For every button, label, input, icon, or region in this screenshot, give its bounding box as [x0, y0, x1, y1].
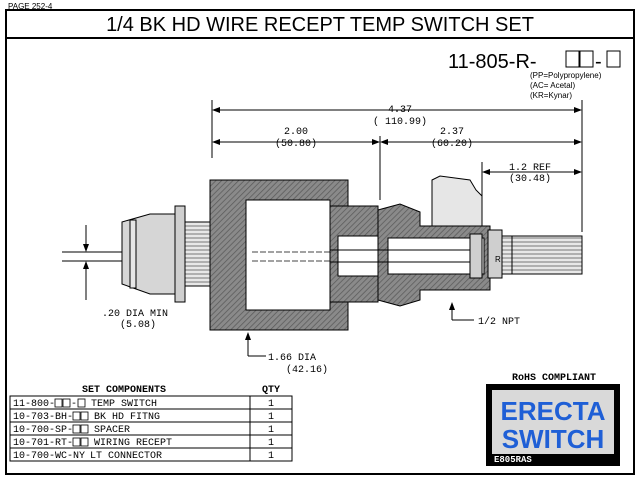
dimension-lines — [211, 100, 583, 232]
fitting-body — [209, 179, 349, 331]
temp-switch — [431, 175, 583, 279]
part-number-dash: - — [595, 51, 602, 73]
dim-right-mm: (60.20) — [431, 138, 473, 150]
switch-mark: R — [495, 255, 501, 264]
table-row-part: 10-700-SP- — [13, 425, 73, 436]
logo-line-1: ERECTA — [501, 396, 606, 426]
erecta-switch-logo: ERECTA SWITCH E805RAS — [486, 384, 620, 466]
logo-code: E805RAS — [494, 455, 532, 465]
table-row-box — [62, 398, 71, 408]
page-label: PAGE 252-4 — [8, 2, 53, 11]
dim-body: 1.66 DIA — [268, 353, 316, 364]
table-row-desc: TEMP SWITCH — [91, 399, 157, 410]
part-number-box — [606, 50, 621, 68]
part-number-box — [565, 50, 580, 68]
dim-thread: 1/2 NPT — [478, 316, 520, 328]
wire — [62, 225, 122, 300]
dim-right: 2.37 — [440, 127, 464, 138]
table-row-box — [72, 437, 81, 447]
table-frame — [9, 395, 293, 462]
table-row-box — [77, 398, 86, 408]
table-row-part: 10-703-BH- — [13, 412, 73, 423]
table-row-desc: BK HD FITNG — [94, 412, 160, 423]
components-table: 11-800- - TEMP SWITCH 1 10-703-BH- BK HD FITN… — [9, 395, 293, 462]
table-row-dash: - — [71, 399, 77, 410]
table-row-desc: LT CONNECTOR — [90, 451, 162, 462]
dim-left-mm: (50.80) — [275, 138, 317, 150]
table-row-box — [80, 424, 89, 434]
logo-line-2: SWITCH — [502, 424, 605, 454]
part-number-text: 11-805-R- — [448, 51, 537, 73]
table-row-part: 10-700-WC-NY — [13, 451, 85, 462]
table-row-part: 11-800- — [13, 399, 55, 410]
table-row-box — [72, 424, 81, 434]
table-row-part: 10-701-RT- — [13, 438, 73, 449]
wiring-receptacle — [330, 203, 491, 307]
part-number-box — [579, 50, 594, 68]
material-pp: (PP=Polypropylene) — [530, 71, 602, 80]
dim-wire: .20 DIA MIN — [102, 309, 168, 320]
dim-ref: 1.2 REF — [509, 163, 551, 174]
spacer — [329, 205, 379, 303]
dim-wire-mm: (5.08) — [120, 319, 156, 331]
table-row-box — [72, 411, 81, 421]
table-row-box — [80, 411, 89, 421]
table-row-qty: 1 — [268, 399, 274, 410]
wire-arrows — [83, 244, 89, 269]
strain-relief-nut — [121, 205, 214, 303]
rohs-label: RoHS COMPLIANT — [512, 373, 596, 384]
dim-ref-mm: (30.48) — [509, 173, 551, 185]
components-header: SET COMPONENTS — [82, 385, 166, 396]
table-row-qty: 1 — [268, 451, 274, 462]
part-number: 11-805-R- - — [448, 50, 621, 73]
material-ac: (AC= Acetal) — [530, 81, 575, 90]
table-row-box — [54, 398, 63, 408]
dimension-arrows — [212, 107, 582, 175]
table-row-qty: 1 — [268, 412, 274, 423]
dim-overall: 4.37 — [388, 105, 412, 116]
main-frame — [5, 37, 635, 475]
dim-left: 2.00 — [284, 127, 308, 138]
material-kr: (KR=Kynar) — [530, 91, 572, 100]
table-row-desc: WIRING RECEPT — [94, 438, 172, 449]
table-row-box — [80, 437, 89, 447]
qty-header: QTY — [262, 385, 280, 396]
dim-overall-mm: ( 110.99) — [373, 116, 427, 128]
table-row-desc: SPACER — [94, 425, 130, 436]
table-row-qty: 1 — [268, 438, 274, 449]
table-row-qty: 1 — [268, 425, 274, 436]
page-title: 1/4 BK HD WIRE RECEPT TEMP SWITCH SET — [106, 14, 534, 36]
dim-body-mm: (42.16) — [286, 364, 328, 376]
